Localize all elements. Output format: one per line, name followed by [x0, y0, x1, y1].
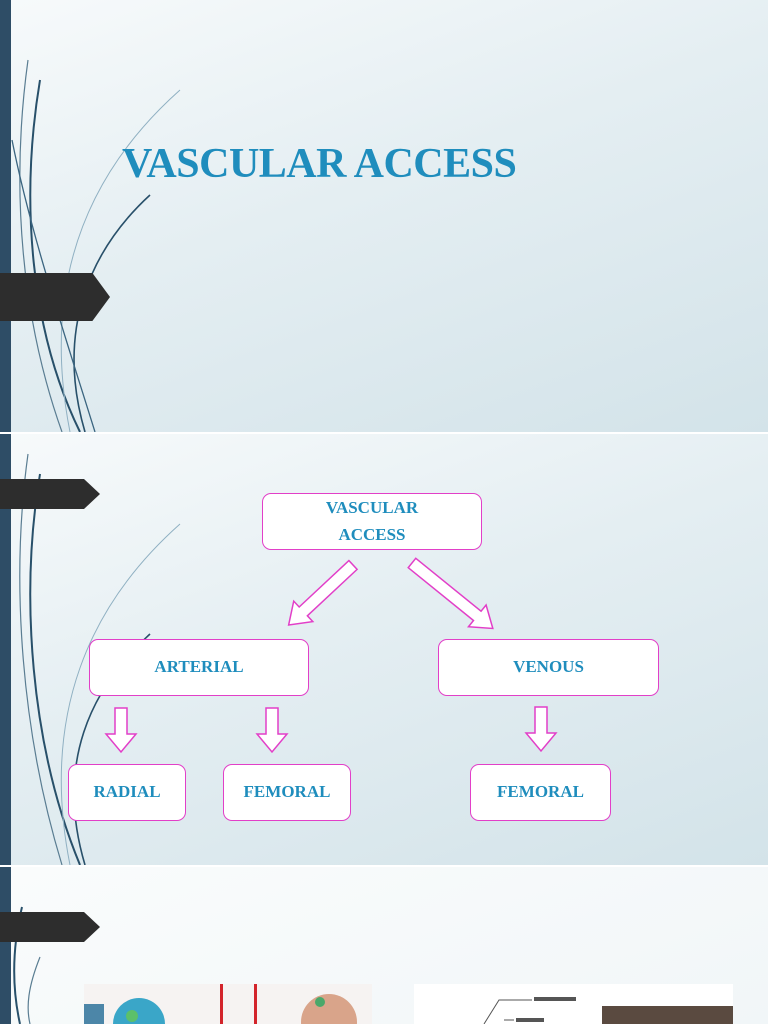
decorative-swirl-lines [11, 59, 181, 432]
venous-femoral-box: FEMORAL [470, 764, 611, 821]
radial-box: RADIAL [68, 764, 186, 821]
slide-edge-bar [0, 867, 11, 1024]
arterial-femoral-box: FEMORAL [223, 764, 351, 821]
clinical-photo-graphic [84, 984, 357, 1024]
venous-box: VENOUS [438, 639, 659, 696]
anatomy-diagram-right [414, 984, 733, 1024]
slide-images [0, 867, 768, 1024]
anatomy-diagram-graphic [483, 997, 733, 1024]
slide-edge-bar [0, 0, 11, 432]
slide-tab-marker [0, 479, 100, 509]
slide-tab-marker [0, 912, 100, 942]
slide-edge-bar [0, 434, 11, 865]
arrow-to-arterial-femoral [255, 707, 289, 754]
vascular-access-line1: VASCULAR [325, 498, 419, 518]
slide-title: VASCULAR ACCESS [0, 0, 768, 432]
arterial-box: ARTERIAL [89, 639, 309, 696]
arrow-to-venous-femoral [524, 706, 558, 753]
clinical-photo-left [84, 984, 372, 1024]
slide-tab-marker [0, 273, 110, 321]
arrow-to-arterial [104, 557, 558, 754]
slide-title-text: VASCULAR ACCESS [122, 141, 517, 187]
vascular-access-line2: ACCESS [338, 524, 406, 544]
vascular-access-box: VASCULAR ACCESS [262, 493, 482, 550]
arrow-to-radial [104, 707, 138, 754]
slide-diagram: VASCULAR ACCESS ARTERIAL VENOUS RADIAL F… [0, 434, 768, 865]
